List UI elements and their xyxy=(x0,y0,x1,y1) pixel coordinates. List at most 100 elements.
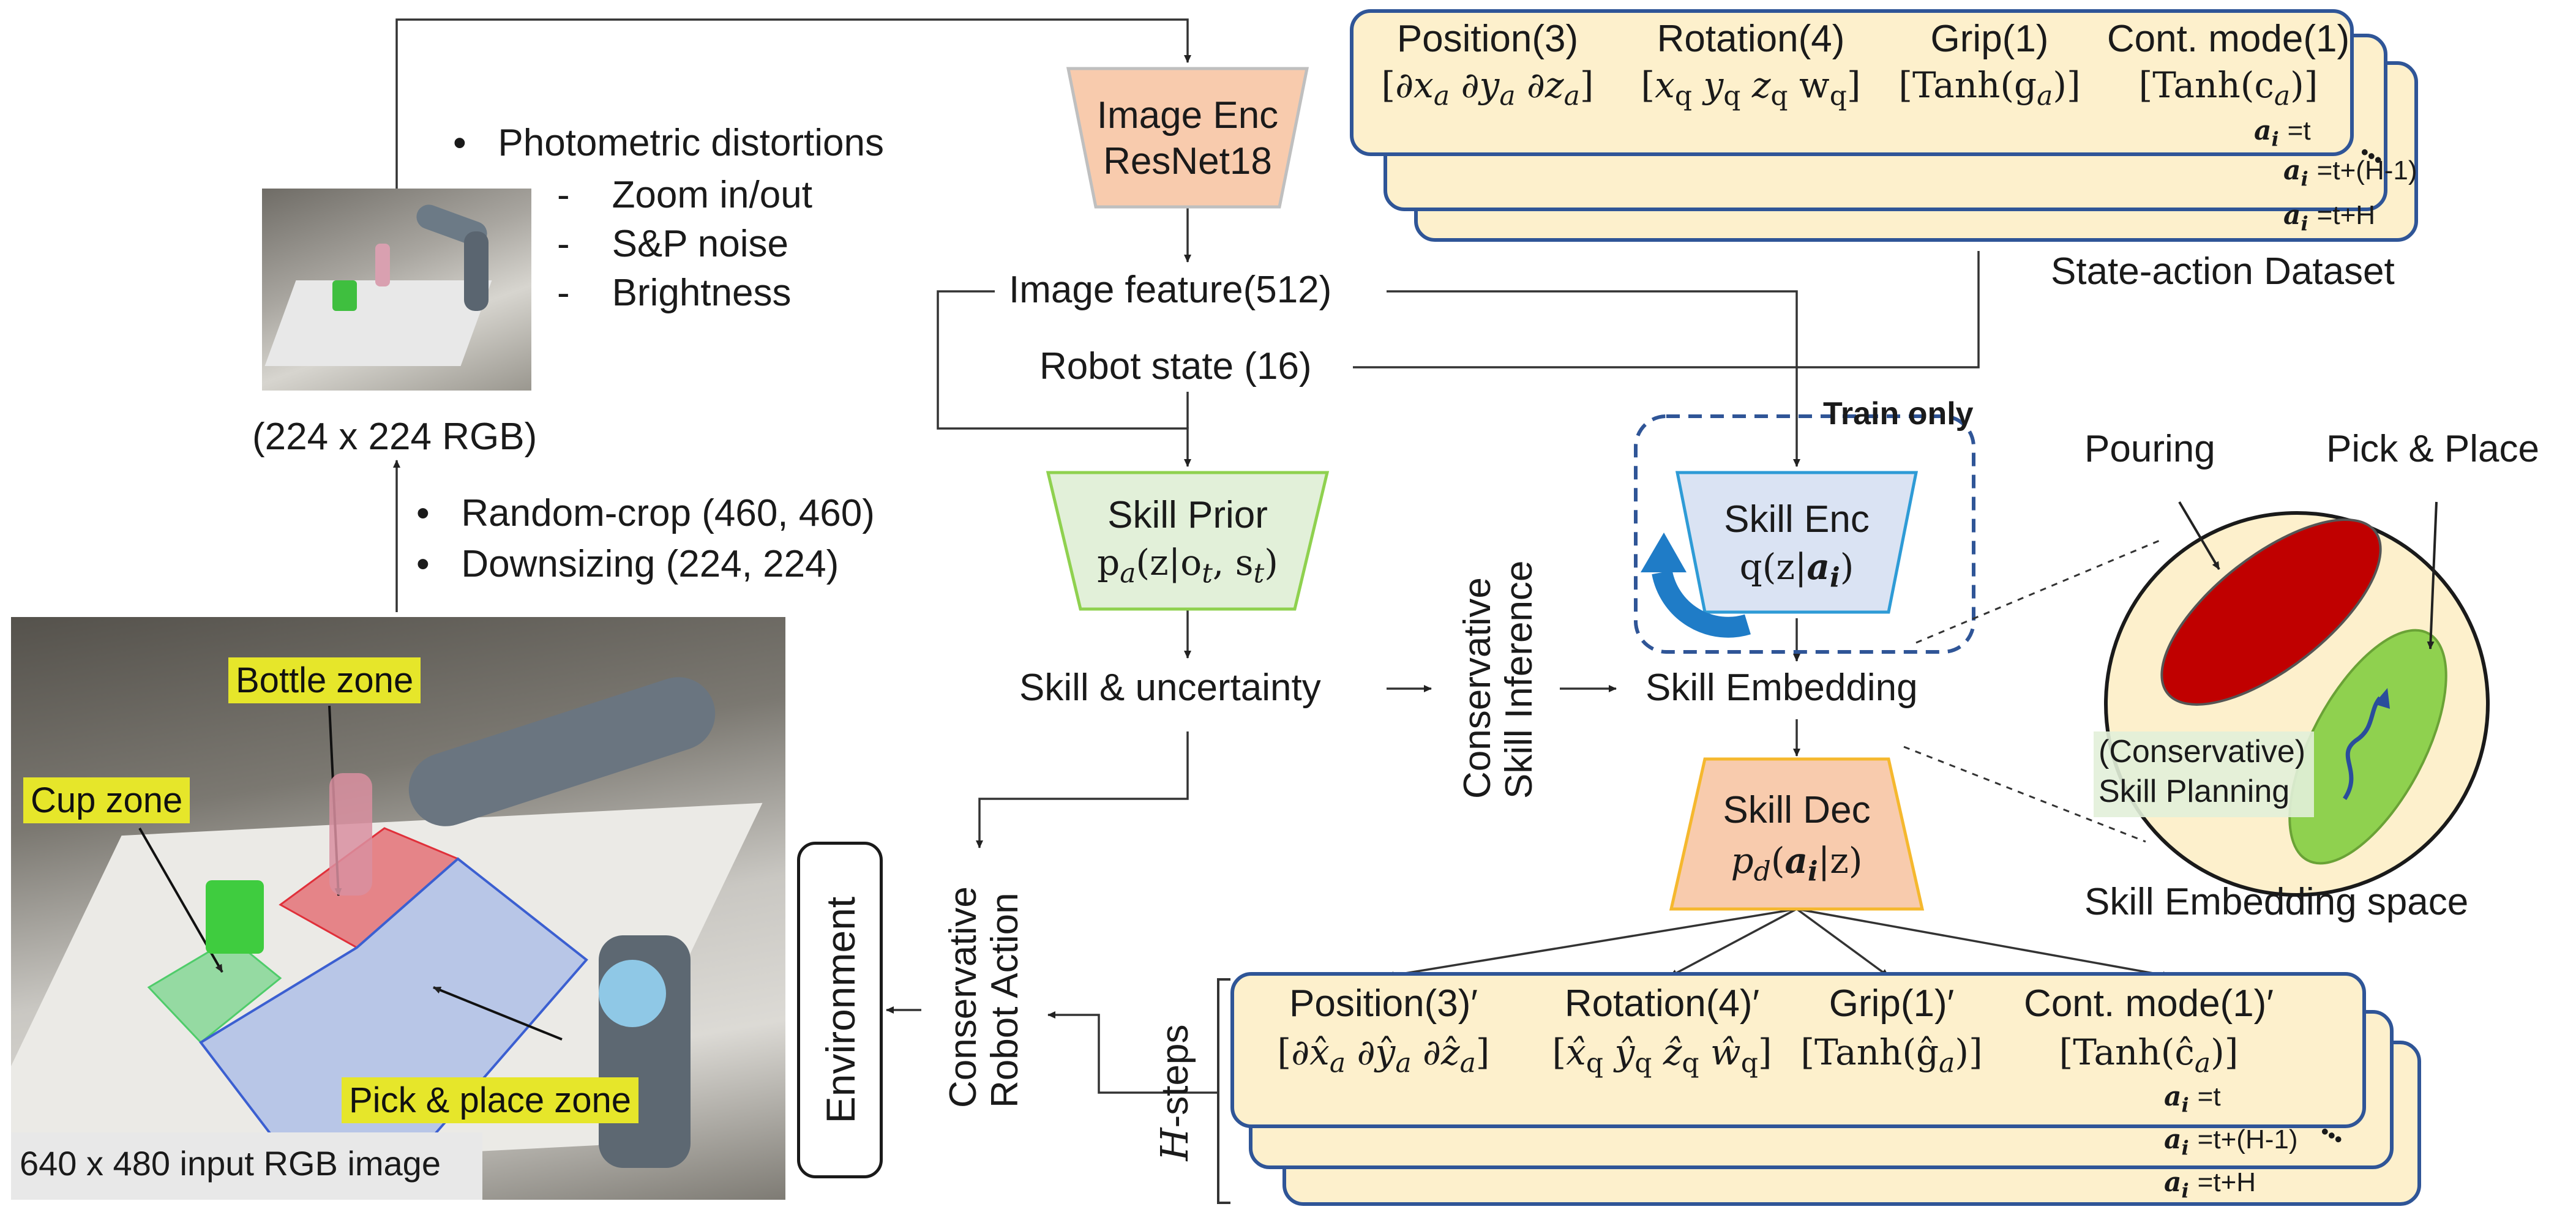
input-photo-caption: 640 x 480 input RGB image xyxy=(20,1144,441,1183)
dataset-col-2-label: Rotation(4) xyxy=(1657,18,1845,60)
planning-trajectory-head-icon xyxy=(2374,688,2390,709)
skill-prior-formula: pa(z|ot, st) xyxy=(1097,542,1278,589)
embedding-space-caption: Skill Embedding space xyxy=(2084,881,2469,923)
dataset-caption: State-action Dataset xyxy=(2051,250,2395,293)
arrow-state-to-dataset xyxy=(1353,251,1980,368)
conservative-action-label: Conservative Robot Action xyxy=(942,886,1028,1108)
image-enc-shape xyxy=(1066,67,1309,209)
dataset-row-t: ai =t xyxy=(2254,115,2311,151)
decoded-col-4-formula: [Tanh(ĉa)] xyxy=(2059,1031,2239,1079)
aug-dash-2: - S&P noise xyxy=(557,223,788,265)
dataset-col-4-label: Cont. mode(1) xyxy=(2106,18,2350,60)
conservative-action-line1: Conservative xyxy=(942,886,984,1108)
decoded-col-3-label: Grip(1)′ xyxy=(1829,982,1955,1025)
aug-bullet-crop: • Random-crop (460, 460) xyxy=(416,492,875,534)
skill-prior-title: Skill Prior xyxy=(1107,494,1268,536)
cup-zone-area xyxy=(147,937,282,1044)
bottle-zone-label: Bottle zone xyxy=(228,657,421,703)
pick-place-pointer xyxy=(2427,501,2438,649)
image-feature-label: Image feature(512) xyxy=(1009,269,1332,311)
skill-dec-formula: pd(ai|z) xyxy=(1731,840,1863,888)
skill-enc-shape xyxy=(1675,471,1919,614)
conservative-inference-line2: Skill Inference xyxy=(1498,560,1541,799)
arrow-to-image-enc xyxy=(395,18,1191,189)
decoded-card-front xyxy=(1230,972,2366,1128)
skill-dec-shape xyxy=(1669,757,1925,911)
pick-place-cluster xyxy=(2288,629,2447,865)
arrow-dec-to-col2 xyxy=(1669,908,1797,978)
pick-place-label: Pick & Place xyxy=(2326,428,2540,470)
h-steps-label: H-steps xyxy=(1152,1001,1197,1184)
decoded-col-4-label: Cont. mode(1)′ xyxy=(2024,982,2274,1025)
decoded-col-1-label: Position(3)′ xyxy=(1289,982,1478,1025)
robot-state-label: Robot state (16) xyxy=(1039,345,1312,387)
decoded-col-3-formula: [Tanh(ĝa)] xyxy=(1800,1031,1983,1079)
small-photo-cup xyxy=(332,280,357,311)
dataset-col-1-label: Position(3) xyxy=(1396,18,1579,60)
dataset-col-3-formula: [Tanh(ga)] xyxy=(1898,64,2081,112)
h-symbol: H xyxy=(1152,1128,1197,1161)
decoded-row-t: ai =t xyxy=(2164,1081,2221,1117)
arrow-feature-to-prior xyxy=(937,290,1191,467)
photo-robot-cap xyxy=(599,960,666,1027)
arrow-dec-to-col3 xyxy=(1795,908,1890,978)
dataset-col-1-formula: [∂xa ∂ya ∂za] xyxy=(1381,64,1594,112)
refresh-arrow-icon xyxy=(1652,570,1751,638)
environment-box xyxy=(797,842,883,1178)
planning-label-1: (Conservative) xyxy=(2099,734,2306,769)
dataset-card-front xyxy=(1350,9,2354,156)
train-only-box xyxy=(1634,414,1975,654)
aug-bullet-1: • Photometric distortions xyxy=(453,122,884,164)
small-photo-bottle xyxy=(375,244,390,286)
photo-bottle xyxy=(329,773,372,896)
aug-bullet-down: • Downsizing (224, 224) xyxy=(416,543,839,585)
dataset-row-h1: ai =t+(H-1) xyxy=(2283,155,2417,190)
pouring-label: Pouring xyxy=(2084,428,2215,470)
arrow-dec-to-col4 xyxy=(1796,908,2171,979)
small-photo-size-label: (224 x 224 RGB) xyxy=(252,416,537,458)
aug-dash-1: - Zoom in/out xyxy=(557,174,812,216)
skill-enc-title: Skill Enc xyxy=(1724,498,1870,541)
skill-uncertainty-label: Skill & uncertainty xyxy=(1019,667,1321,709)
arrow-uncertainty-to-action xyxy=(976,731,1189,848)
pouring-cluster xyxy=(2160,518,2382,706)
arrow-feature-to-enc xyxy=(1387,290,1800,467)
image-enc-label-1: Image Enc xyxy=(1096,94,1279,137)
cup-zone-label: Cup zone xyxy=(23,777,190,823)
train-only-label: Train only xyxy=(1823,396,1974,432)
planning-trajectory xyxy=(2343,696,2382,800)
pouring-pointer xyxy=(2178,501,2220,570)
planning-label-bg xyxy=(2094,731,2314,817)
pick-zone-label: Pick & place zone xyxy=(342,1077,639,1123)
decoded-col-2-label: Rotation(4)′ xyxy=(1564,982,1760,1025)
refresh-arrow-head-icon xyxy=(1641,533,1687,572)
skill-enc-formula: q(z|ai) xyxy=(1739,546,1854,594)
planning-label-2: Skill Planning xyxy=(2099,774,2290,809)
small-photo-robot-joint xyxy=(464,231,489,311)
skill-embedding-label: Skill Embedding xyxy=(1646,667,1918,709)
dataset-col-4-formula: [Tanh(ca)] xyxy=(2138,64,2318,112)
h-steps-text: -steps xyxy=(1154,1024,1196,1128)
decoded-col-2-formula: [x̂q ŷq ẑq ŵq] xyxy=(1552,1031,1772,1079)
conservative-inference-label: Conservative Skill Inference xyxy=(1456,560,1543,799)
photo-cup xyxy=(206,880,264,954)
h-steps-bracket xyxy=(1217,978,1230,1204)
image-enc-label-2: ResNet18 xyxy=(1103,140,1272,182)
dataset-col-3-label: Grip(1) xyxy=(1930,18,2049,60)
conservative-action-line2: Robot Action xyxy=(984,892,1027,1108)
dataset-col-2-formula: [xq yq zq wq] xyxy=(1641,64,1861,112)
dataset-row-h: ai =t+H xyxy=(2283,200,2376,235)
skill-prior-shape xyxy=(1046,471,1330,611)
conservative-inference-line1: Conservative xyxy=(1456,577,1499,799)
environment-label: Environment xyxy=(818,896,863,1124)
small-input-photo xyxy=(262,189,531,391)
aug-dash-3: - Brightness xyxy=(557,272,792,314)
pick-zone-pointer xyxy=(433,986,563,1041)
zoom-line-top xyxy=(1915,537,2165,644)
skill-dec-title: Skill Dec xyxy=(1723,789,1871,831)
input-photo-caption-bg xyxy=(11,1132,482,1200)
arrow-dec-to-col1 xyxy=(1386,908,1797,979)
decoded-col-1-formula: [∂x̂a ∂ŷa ∂ẑa] xyxy=(1277,1031,1490,1079)
input-rgb-photo: Bottle zone Cup zone Pick & place zone 6… xyxy=(11,617,785,1200)
